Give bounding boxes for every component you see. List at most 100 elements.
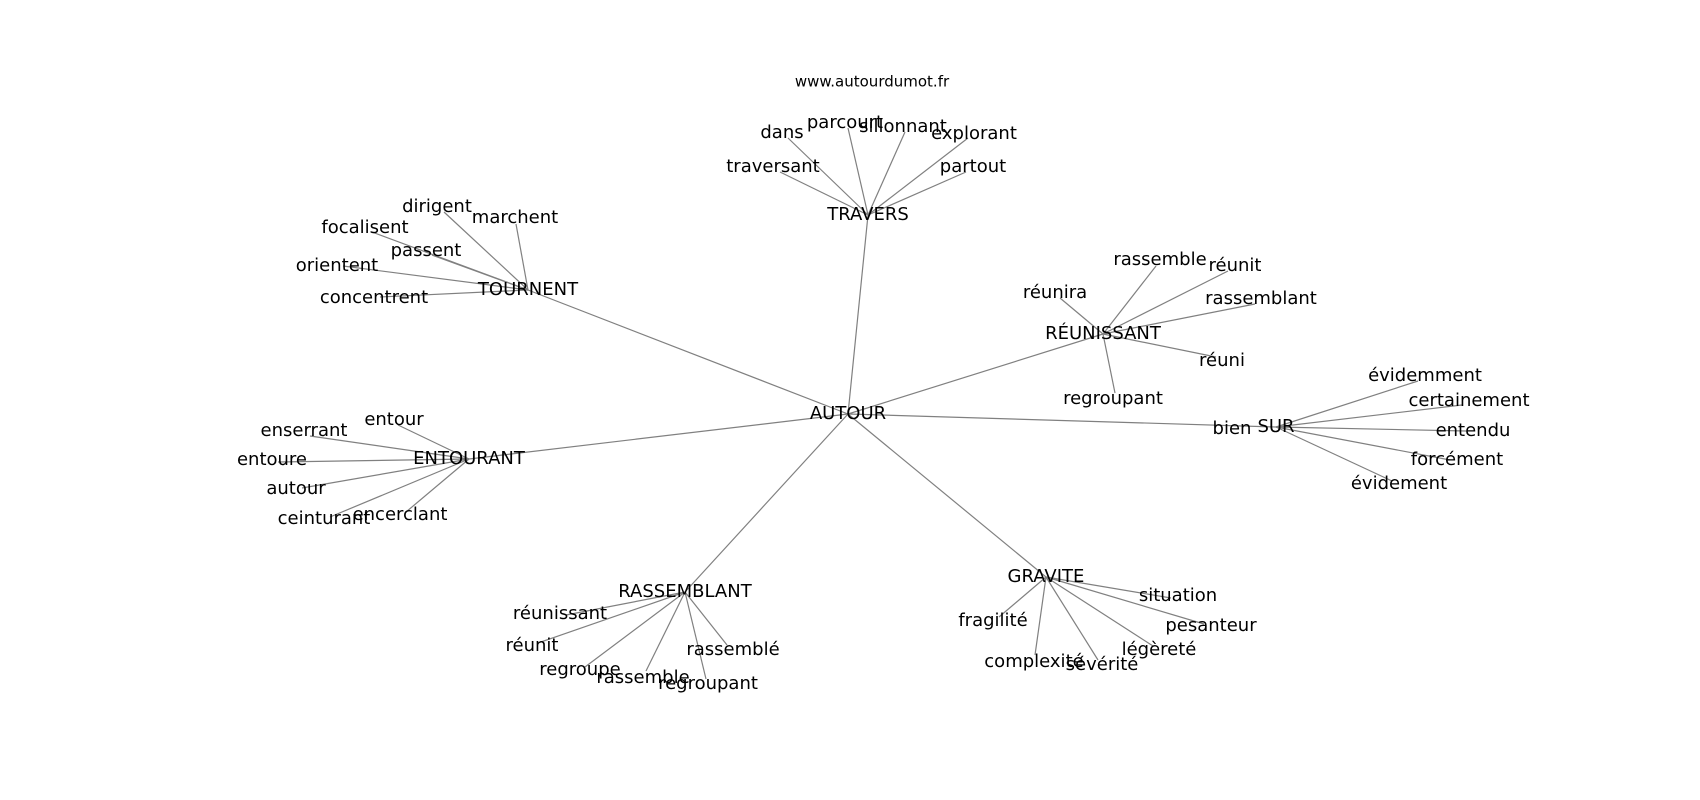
node-hub-sur: SUR — [1257, 416, 1294, 437]
edge-gravite-severite — [1045, 576, 1099, 661]
edge-tournent-dirigent — [443, 211, 529, 291]
node-leaf-rassemblant-reunit: réunit — [506, 635, 559, 656]
edge-rassemblant-reunissant — [565, 591, 686, 616]
edge-entourant-entour — [397, 424, 470, 460]
node-leaf-tournent-passent: passent — [391, 240, 462, 261]
node-leaf-gravite-legerete: légèreté — [1122, 639, 1197, 660]
edge-center-gravite — [847, 413, 1047, 578]
node-leaf-reunissant-rassemblant: rassemblant — [1205, 288, 1317, 309]
edge-center-rassemblant — [684, 413, 849, 593]
edge-center-travers — [847, 214, 869, 415]
node-leaf-gravite-severite: sévérité — [1066, 654, 1139, 675]
edge-reunissant-reuni — [1102, 333, 1217, 358]
edge-rassemblant-regroupe — [584, 591, 686, 668]
node-hub-travers: TRAVERS — [826, 204, 909, 225]
node-leaf-rassemblant-regroupant: regroupant — [658, 673, 758, 694]
node-hub-tournent: TOURNENT — [477, 279, 579, 300]
node-leaf-tournent-dirigent: dirigent — [402, 196, 472, 217]
edge-travers-parcourt — [847, 127, 869, 216]
node-center-autour: AUTOUR — [810, 403, 886, 424]
edge-reunissant-rassemble — [1102, 265, 1157, 335]
node-leaf-travers-sillonnant: sillonnant — [859, 116, 947, 137]
node-leaf-rassemblant-regroupe: regroupe — [539, 659, 620, 680]
node-leaf-reunissant-reunira: réunira — [1023, 282, 1087, 303]
edge-entourant-encerclant — [405, 458, 470, 513]
edge-rassemblant-regroupant — [684, 591, 707, 680]
node-leaf-travers-explorant: explorant — [931, 123, 1017, 144]
node-leaf-rassemblant-rassemble: rassemble — [596, 667, 689, 688]
node-leaf-sur-entendu: entendu — [1436, 420, 1511, 441]
edge-travers-partout — [867, 171, 967, 216]
node-leaf-reunissant-rassemble: rassemble — [1113, 249, 1206, 270]
edge-center-tournent — [527, 289, 849, 415]
node-leaf-entourant-entoure: entoure — [237, 449, 307, 470]
node-leaf-travers-traversant: traversant — [726, 156, 820, 177]
node-leaf-entourant-entour: entour — [364, 409, 424, 430]
node-leaf-rassemblant-rassemble: rassemblé — [686, 639, 779, 660]
edges — [277, 127, 1467, 680]
edge-gravite-fragilite — [998, 576, 1047, 618]
edge-entourant-enserrant — [309, 435, 470, 460]
edge-entourant-ceinturant — [329, 458, 470, 518]
watermark: www.autourdumot.fr — [795, 73, 950, 91]
node-leaf-tournent-marchent: marchent — [472, 207, 558, 228]
edge-travers-sillonnant — [867, 131, 906, 216]
edge-reunissant-reunira — [1059, 297, 1104, 335]
edge-entourant-autour — [301, 458, 470, 489]
node-leaf-travers-dans: dans — [760, 122, 803, 143]
edge-tournent-concentrent — [379, 289, 529, 298]
node-hub-rassemblant: RASSEMBLANT — [618, 581, 752, 602]
node-hub-entourant: ENTOURANT — [413, 448, 526, 469]
node-leaf-reunissant-regroupant: regroupant — [1063, 388, 1163, 409]
node-leaf-travers-parcourt: parcourt — [807, 112, 883, 133]
edge-gravite-complexite — [1034, 576, 1047, 656]
edge-sur-entendu — [1275, 426, 1467, 432]
node-leaf-reunissant-reuni: réuni — [1199, 350, 1245, 371]
node-leaf-sur-certainement: certainement — [1408, 390, 1529, 411]
node-leaf-entourant-enserrant: enserrant — [261, 420, 348, 441]
node-hub-gravite: GRAVITE — [1008, 566, 1085, 587]
node-leaf-tournent-focalisent: focalisent — [321, 217, 408, 238]
edge-sur-forcement — [1275, 426, 1451, 461]
node-hub-reunissant: RÉUNISSANT — [1045, 322, 1162, 344]
edge-sur-certainement — [1275, 404, 1463, 428]
edge-center-sur — [847, 413, 1277, 428]
node-leaf-reunissant-reunit: réunit — [1209, 255, 1262, 276]
edge-gravite-legerete — [1045, 576, 1154, 647]
edge-gravite-pesanteur — [1045, 576, 1205, 625]
node-leaf-sur-bien: bien — [1213, 418, 1252, 439]
edge-travers-explorant — [867, 137, 969, 216]
edge-travers-traversant — [779, 171, 869, 216]
edge-reunissant-reunit — [1102, 270, 1229, 335]
node-leaf-sur-evidement: évidement — [1351, 473, 1447, 494]
edge-sur-evidemment — [1275, 380, 1419, 428]
node-leaf-sur-forcement: forcément — [1411, 449, 1503, 470]
edge-reunissant-regroupant — [1102, 333, 1116, 394]
node-leaf-gravite-fragilite: fragilité — [958, 610, 1027, 631]
edge-tournent-passent — [431, 254, 529, 291]
edge-rassemblant-rassemble — [645, 591, 686, 672]
edge-center-reunissant — [847, 333, 1104, 415]
edge-sur-evidement — [1275, 426, 1393, 482]
edge-gravite-situation — [1045, 576, 1172, 599]
edge-rassemblant-rassemble — [684, 591, 728, 646]
node-leaf-gravite-situation: situation — [1139, 585, 1217, 606]
node-leaf-gravite-complexite: complexité — [984, 651, 1083, 672]
node-leaf-gravite-pesanteur: pesanteur — [1165, 615, 1257, 636]
node-leaf-tournent-concentrent: concentrent — [320, 287, 428, 308]
node-leaf-rassemblant-reunissant: réunissant — [513, 603, 607, 624]
node-leaf-travers-partout: partout — [940, 156, 1006, 177]
node-leaf-entourant-autour: autour — [266, 478, 326, 499]
edge-reunissant-rassemblant — [1102, 303, 1256, 335]
node-leaf-entourant-encerclant: encerclant — [353, 504, 448, 525]
edge-rassemblant-reunit — [537, 591, 686, 644]
node-leaf-sur-evidemment: évidemment — [1368, 365, 1482, 386]
edge-tournent-marchent — [515, 223, 529, 291]
edge-travers-dans — [787, 137, 869, 216]
edge-center-entourant — [468, 413, 849, 460]
node-leaf-tournent-orientent: orientent — [296, 255, 379, 276]
edge-entourant-entoure — [277, 458, 470, 463]
node-leaf-entourant-ceinturant: ceinturant — [278, 508, 371, 529]
